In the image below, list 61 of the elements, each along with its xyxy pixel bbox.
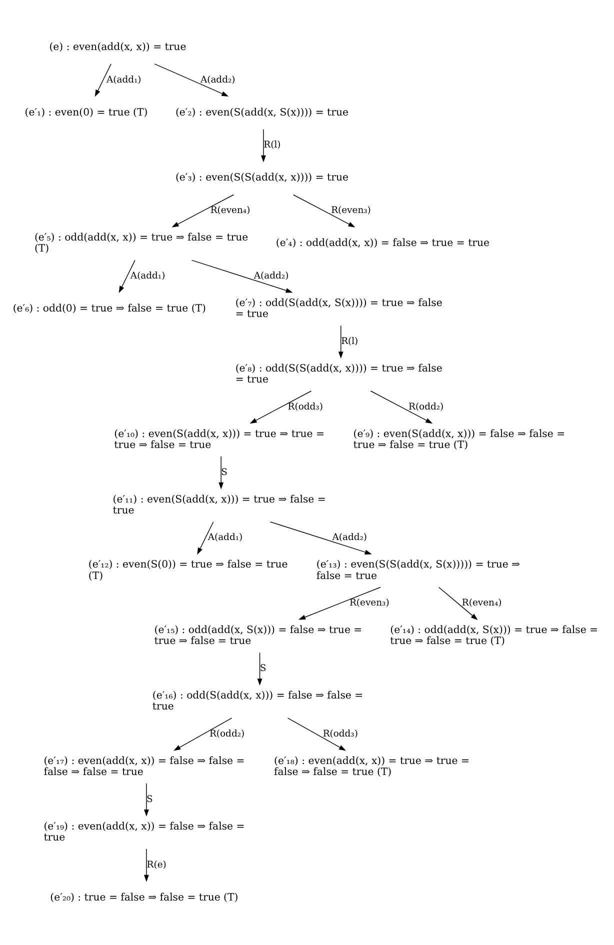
arrow (174, 718, 232, 751)
arrow (154, 64, 229, 96)
node-text: (e′₅) : odd(add(x, x)) = true ⇒ false = true (T) (34, 232, 248, 255)
edge-label: A(add₁) (130, 270, 166, 282)
node-text: (e′₉) : even(S(add(x, x))) = false ⇒ false = true ⇒ false = true (T) (353, 428, 566, 451)
node-text: (e′₁₅) : odd(add(x, S(x))) = false ⇒ true = true ⇒ false = true (154, 625, 362, 648)
node-text: (e′₁₄) : odd(add(x, S(x))) = true ⇒ false = true ⇒ false = true (T) (390, 625, 598, 648)
arrow (191, 260, 293, 293)
edge-label: R(l) (264, 140, 281, 151)
node-text: (e) : even(add(x, x)) = true (49, 42, 186, 53)
node-text: (e′₁₁) : even(S(add(x, x))) = true ⇒ false = true (112, 494, 326, 516)
arrow (144, 783, 149, 817)
edge-label: A(add₂) (254, 270, 289, 282)
node-text: (e′₁₃) : even(S(S(add(x, S(x))))) = true ⇒ false = true (316, 560, 520, 582)
node-text: (e′₁₂) : even(S(0)) = true ⇒ false = true (T) (88, 560, 288, 582)
edge-label: S (221, 466, 228, 478)
node-text: (e′₁₆) : odd(S(add(x, x))) = false ⇒ false = true (152, 690, 364, 713)
edge-label: A(add₂) (200, 74, 236, 86)
arrow (370, 390, 433, 424)
edge-label: R(odd₂) (210, 728, 245, 740)
edge-label: A(add₁) (208, 532, 243, 544)
node-text: (e′₄) : odd(add(x, x)) = false ⇒ true = true (276, 238, 490, 250)
edge-label: R(even₄) (210, 205, 250, 216)
arrow (438, 586, 478, 620)
edge-label: S (260, 663, 266, 674)
arrow (218, 456, 224, 490)
node-text: (e′₂) : even(S(add(x, S(x)))) = true (175, 107, 348, 118)
arrow (292, 194, 356, 228)
arrow (172, 194, 234, 228)
node-text: (e′₁) : even(0) = true (T) (24, 107, 148, 118)
node-text: (e′₁₉) : even(add(x, x)) = false ⇒ false = true (44, 821, 245, 844)
edge-label: S (146, 794, 153, 805)
edge-label: A(add₁) (106, 74, 142, 86)
node-text: (e′₃) : even(S(S(add(x, x)))) = true (175, 172, 348, 184)
arrow (118, 260, 136, 294)
node-text: (e′₁₈) : even(add(x, x)) = true ⇒ true = false ⇒ false = true (T) (274, 756, 470, 778)
node-text: (e′₆) : odd(0) = true ⇒ false = true (T) (12, 304, 206, 315)
node-text: (e′₁₇) : even(add(x, x)) = false ⇒ false = false ⇒ false = true (44, 756, 245, 778)
edge-label: R(l) (341, 336, 358, 347)
edge-label: R(odd₃) (288, 401, 323, 412)
arrow (270, 521, 372, 554)
arrow (250, 390, 312, 424)
edge-label: R(e) (146, 859, 166, 870)
node-text: (e′₈) : odd(S(S(add(x, x)))) = true ⇒ false = true (235, 363, 442, 386)
edge-label: R(odd₂) (408, 401, 444, 412)
node-text: (e′₇) : odd(S(add(x, S(x)))) = true ⇒ false = true (235, 298, 442, 320)
arrow (144, 848, 149, 882)
arrow (261, 128, 266, 162)
arrow (257, 652, 262, 686)
node-text: (e′₁₀) : even(S(add(x, x))) = true ⇒ true = true ⇒ false = true (114, 428, 324, 451)
arrow (197, 521, 214, 555)
edge-label: R(even₄) (462, 598, 502, 609)
arrow (94, 64, 112, 97)
edge-label: R(odd₃) (322, 728, 358, 740)
edge-label: R(even₃) (331, 205, 371, 216)
arrow (338, 325, 344, 359)
node-text: (e′₂₀) : true = false ⇒ false = true (T) (50, 892, 238, 904)
arrow (287, 718, 346, 751)
edge-label: A(add₂) (332, 532, 368, 544)
edge-label: R(even₃) (350, 598, 390, 609)
arrow (298, 586, 381, 620)
